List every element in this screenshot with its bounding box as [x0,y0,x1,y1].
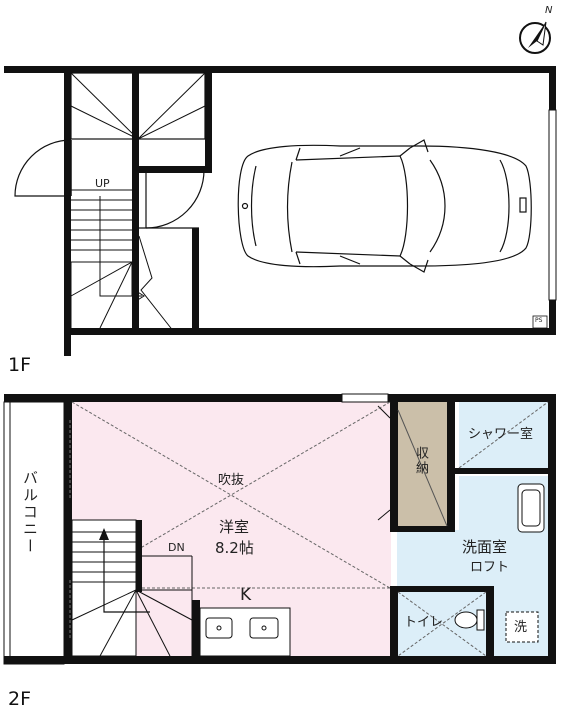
ps-label: PS [535,317,543,324]
wall [132,168,139,334]
window [548,109,557,301]
wall [486,586,494,656]
stair-up-label: UP [95,177,110,190]
wall [139,166,212,173]
floor-1f-label: 1F [8,354,32,376]
second-floor [3,393,556,665]
shower-room [459,402,549,470]
compass-north-label: N [545,5,553,16]
wall [64,328,556,335]
wall [390,402,398,532]
toilet-label: トイレ [404,615,444,630]
washer-label: 洗 [514,620,528,635]
wall [132,73,139,168]
kitchen-counter [199,607,291,657]
wall [192,228,199,334]
western-room-name: 洋室 [219,518,250,536]
wall [64,394,72,664]
wall [64,66,71,356]
stair-treads-1f [70,189,132,328]
loft-label: ロフト [470,560,510,575]
wall [64,656,556,664]
wall [4,66,556,73]
floor-2f-label: 2F [8,688,32,710]
washroom-label: 洗面室 [462,538,508,556]
void-label: 吹抜 [218,473,245,488]
western-room-size: 8.2帖 [215,539,254,557]
stair-dn-label: DN [168,541,185,554]
wall [390,586,490,592]
toilet-icon [454,609,485,631]
storage-label: 収納 [413,446,428,476]
compass-icon [519,21,551,54]
wall [447,402,455,532]
wall [390,586,398,656]
car-icon [237,139,532,273]
wall [205,73,212,173]
wall [192,600,200,656]
wall [390,526,455,532]
wall [4,394,556,402]
balcony [3,401,65,665]
kitchen-label: K [240,585,252,605]
first-floor [4,66,557,356]
stair-arrow-icon [99,196,175,333]
entrance-door [14,139,72,206]
shower-room-label: シャワー室 [468,427,534,442]
wall [64,73,71,131]
stair-arrow-icon [99,528,150,613]
wall [136,520,142,592]
wall [455,468,548,474]
balcony-label: バルコニー [21,470,39,555]
wall [548,394,556,662]
